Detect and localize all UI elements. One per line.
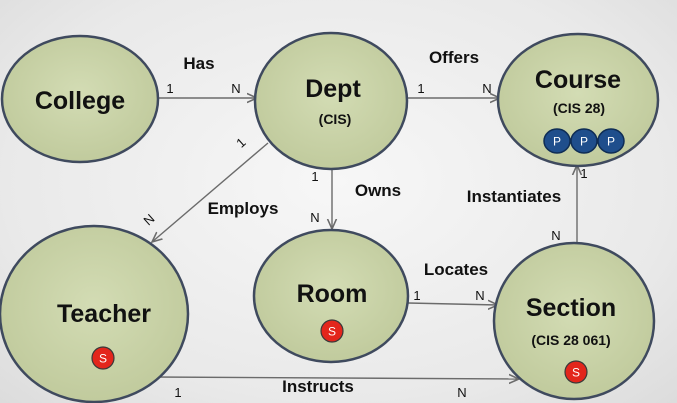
- relationship-instantiates-label: Instantiates: [467, 187, 561, 206]
- entity-dept-subtitle: (CIS): [319, 111, 352, 127]
- entity-college-name: College: [35, 87, 125, 115]
- relationship-offers-label: Offers: [429, 48, 479, 67]
- edge-employs: [152, 142, 269, 242]
- entity-teacher[interactable]: Teacher S: [0, 224, 190, 403]
- entity-section[interactable]: Section (CIS 28 061) S: [492, 241, 656, 401]
- entity-dept[interactable]: Dept (CIS): [253, 31, 409, 171]
- entity-teacher-name: Teacher: [57, 300, 151, 328]
- relationship-locates-label: Locates: [424, 260, 488, 279]
- cardinality-owns-to: N: [310, 210, 319, 225]
- cardinality-locates-to: N: [475, 288, 484, 303]
- s-badge-label: S: [328, 325, 336, 339]
- cardinality-has-from: 1: [166, 81, 173, 96]
- entity-section-subtitle: (CIS 28 061): [531, 332, 610, 348]
- entity-course-subtitle: (CIS 28): [553, 100, 605, 116]
- entity-college[interactable]: College: [0, 34, 160, 164]
- p-badge-icon: [570, 128, 598, 154]
- edge-instructs: [151, 377, 519, 379]
- cardinality-locates-from: 1: [413, 288, 420, 303]
- entity-course-name: Course: [535, 66, 621, 94]
- cardinality-instructs-from: 1: [174, 385, 181, 400]
- entity-section-name: Section: [526, 294, 616, 322]
- relationship-instructs-label: Instructs: [282, 377, 354, 396]
- entity-course[interactable]: Course (CIS 28) P P P: [496, 32, 660, 168]
- cardinality-instantiates-to: N: [551, 228, 560, 243]
- cardinality-has-to: N: [231, 81, 240, 96]
- p-badge-label: P: [580, 135, 588, 149]
- entity-room[interactable]: Room S: [252, 228, 410, 364]
- cardinality-instantiates-from: 1: [580, 166, 587, 181]
- entity-dept-name: Dept: [305, 75, 361, 103]
- entity-room-name: Room: [297, 280, 368, 308]
- course-badges: P P P: [543, 128, 625, 154]
- p-badge-icon: [543, 128, 571, 154]
- cardinality-instructs-to: N: [457, 385, 466, 400]
- relationship-has-label: Has: [183, 54, 214, 73]
- cardinality-employs-to: N: [140, 211, 157, 228]
- p-badge-label: P: [553, 135, 561, 149]
- p-badge-label: P: [607, 135, 615, 149]
- edge-locates: [407, 303, 498, 305]
- relationship-employs-label: Employs: [208, 199, 279, 218]
- s-badge-icon: [91, 346, 115, 370]
- s-badge-label: S: [99, 352, 107, 366]
- cardinality-offers-from: 1: [417, 81, 424, 96]
- s-badge-label: S: [572, 366, 580, 380]
- cardinality-offers-to: N: [482, 81, 491, 96]
- relationship-owns-label: Owns: [355, 181, 401, 200]
- s-badge-icon: [320, 319, 344, 343]
- p-badge-icon: [597, 128, 625, 154]
- cardinality-owns-from: 1: [311, 169, 318, 184]
- s-badge-icon: [564, 360, 588, 384]
- cardinality-employs-from: 1: [233, 135, 248, 151]
